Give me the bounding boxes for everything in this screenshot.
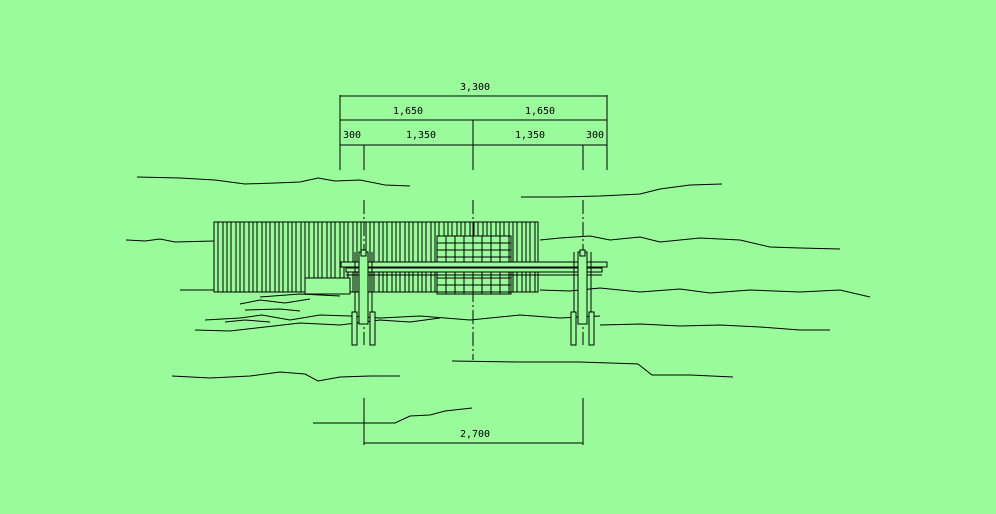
- footings: [351, 311, 595, 346]
- terrain-lines: [125, 176, 871, 424]
- dim-end-left: 300: [343, 130, 361, 141]
- dim-half-right: 1,650: [525, 106, 555, 117]
- dim-inner-left: 1,350: [406, 130, 436, 141]
- entrance-opening: [304, 277, 351, 295]
- dim-half-left: 1,650: [393, 106, 423, 117]
- building-facade: [213, 221, 539, 293]
- dim-end-right: 300: [586, 130, 604, 141]
- bottom-dimension: [363, 398, 584, 445]
- dim-overall-top: 3,300: [460, 82, 490, 93]
- top-dimension-chain: [339, 95, 608, 170]
- frame-structure: [340, 249, 608, 325]
- dim-span-bottom: 2,700: [460, 429, 490, 440]
- dim-inner-right: 1,350: [515, 130, 545, 141]
